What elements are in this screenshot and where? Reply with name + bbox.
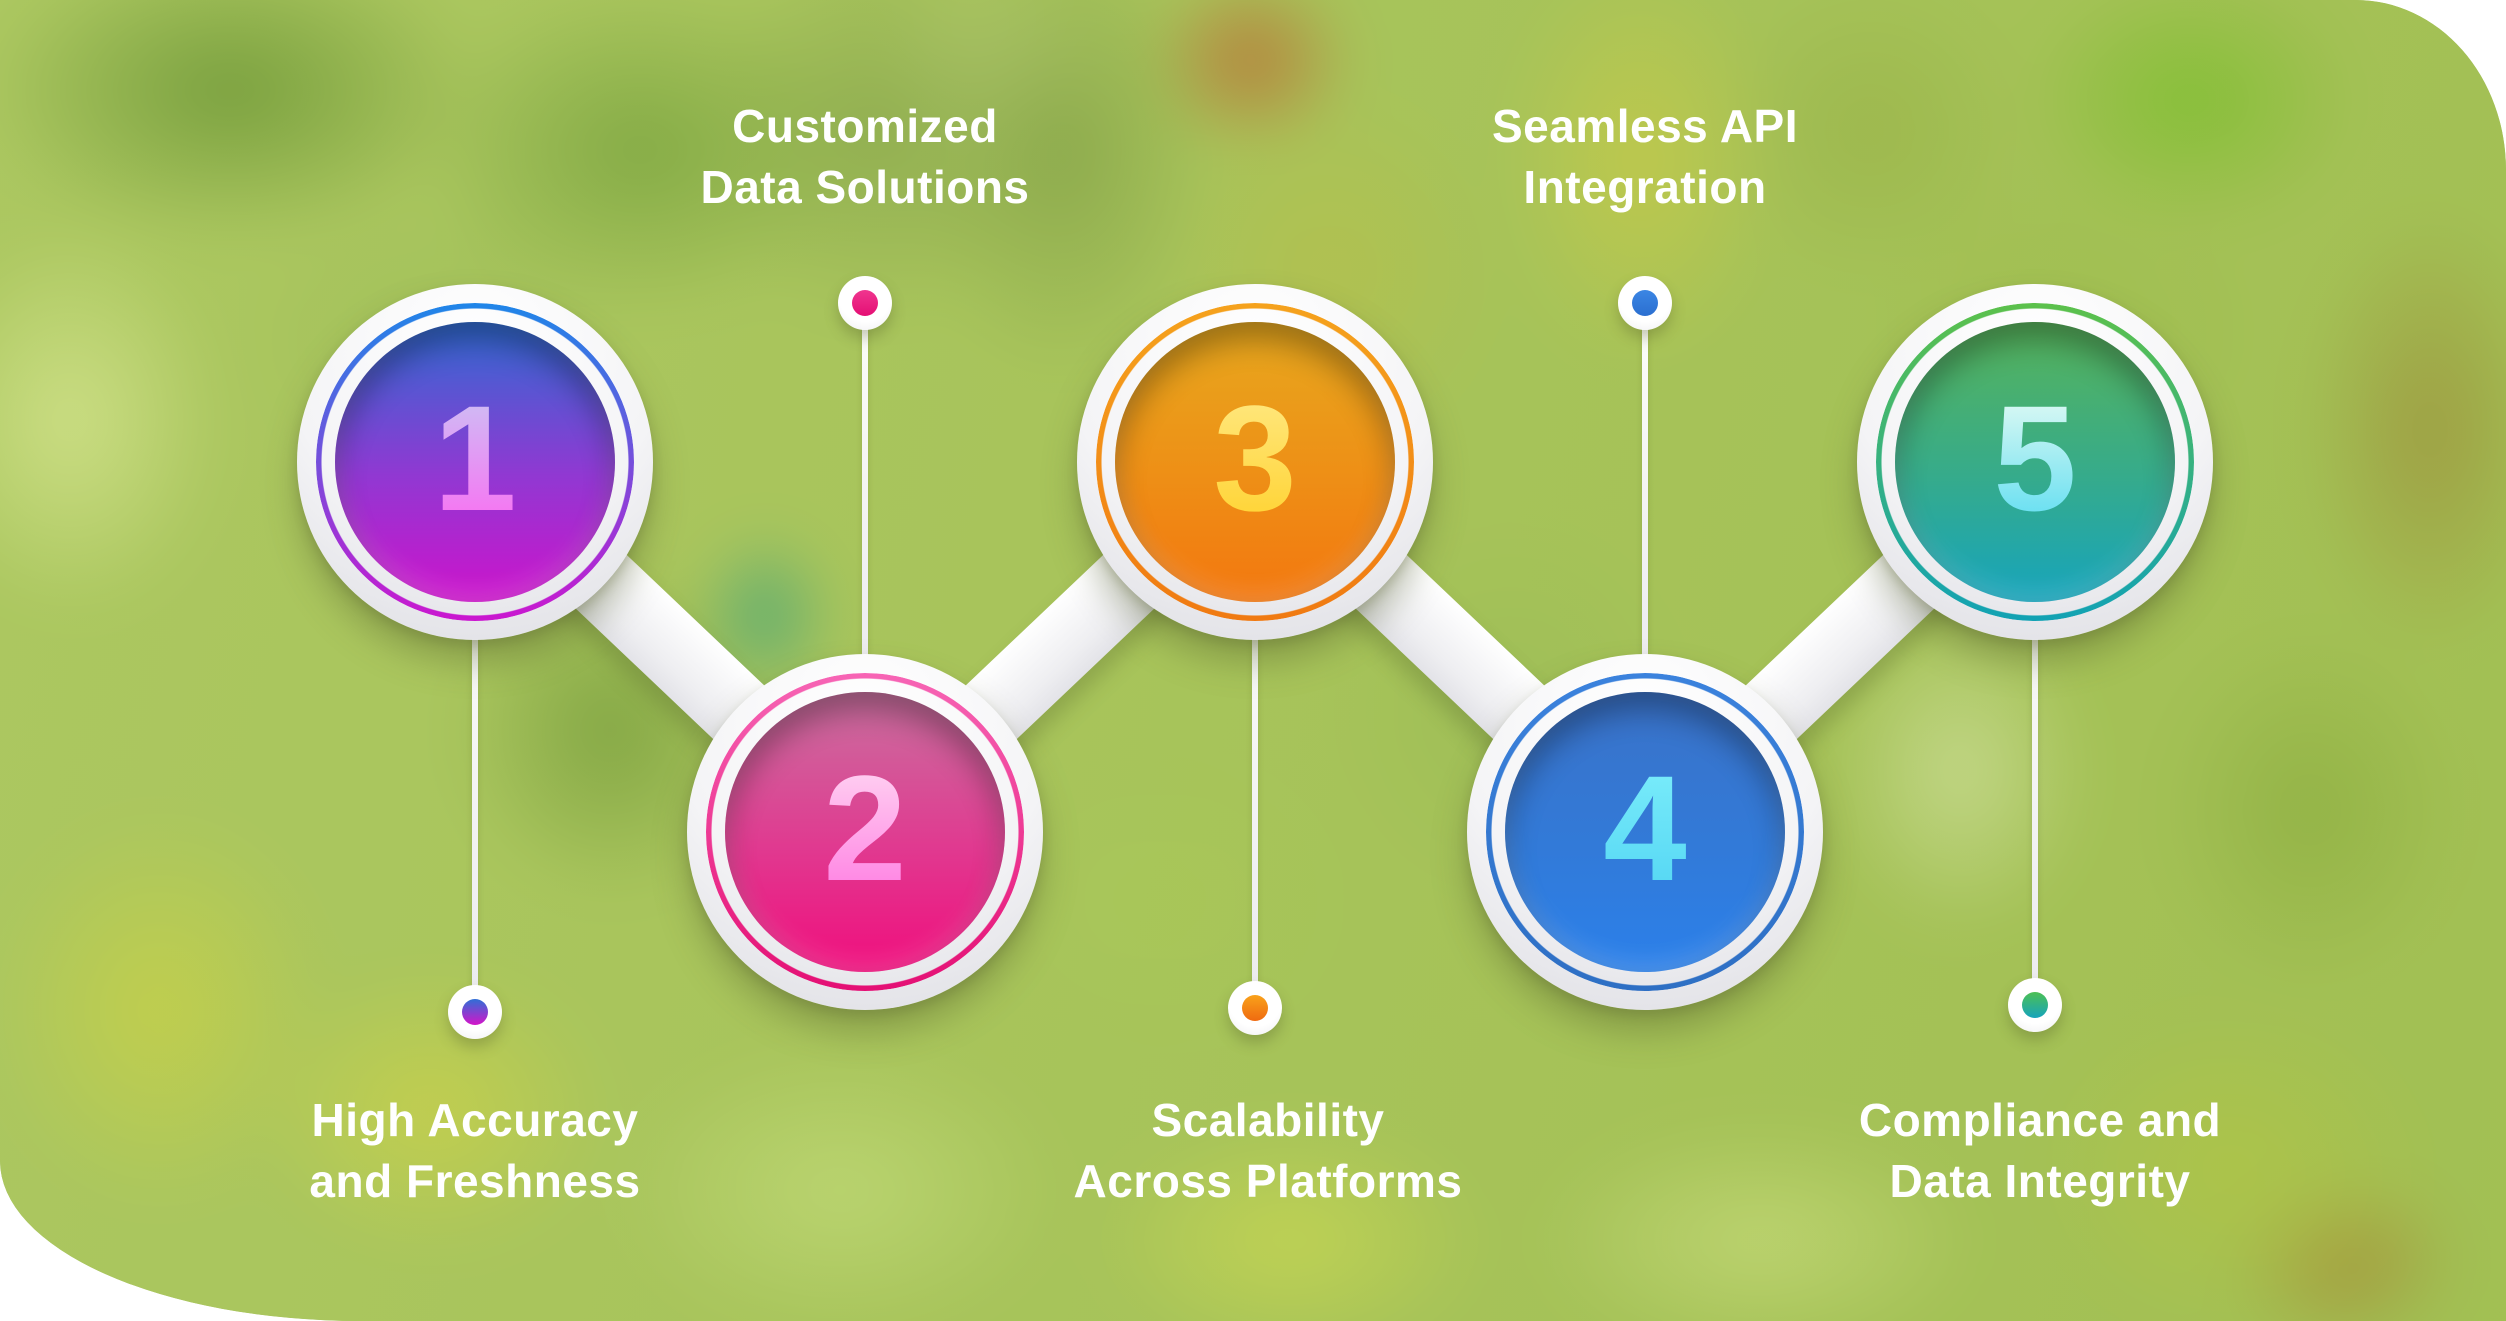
step-inner-circle-2: 2 [725,692,1005,972]
connector-dot-core-3 [1242,995,1268,1021]
connector-line-5 [2032,560,2038,985]
step-label-3: Scalability Across Platforms [1073,1094,1463,1208]
connector-dot-3 [1228,981,1282,1035]
step-number-4: 4 [1603,744,1687,912]
connector-line-1 [472,560,478,990]
step-inner-circle-4: 4 [1505,692,1785,972]
step-number-2: 2 [823,744,907,912]
step-label-4: Seamless API Integration [1491,100,1799,214]
step-label-5: Compliance and Data Integrity [1858,1094,2222,1208]
step-number-1: 1 [433,374,517,542]
step-circle-1: 1 [297,284,653,640]
connector-dot-core-5 [2022,992,2048,1018]
connector-line-2 [862,322,868,667]
connector-dot-5 [2008,978,2062,1032]
step-inner-circle-5: 5 [1895,322,2175,602]
connector-dot-core-4 [1632,290,1658,316]
connector-dot-2 [838,276,892,330]
connector-dot-core-1 [462,999,488,1025]
connector-line-3 [1252,560,1258,985]
step-inner-circle-1: 1 [335,322,615,602]
step-number-3: 3 [1213,374,1297,542]
step-label-2: Customized Data Solutions [700,100,1030,214]
step-circle-3: 3 [1077,284,1433,640]
step-number-5: 5 [1993,374,2077,542]
connector-dot-core-2 [852,290,878,316]
step-inner-circle-3: 3 [1115,322,1395,602]
connector-dot-4 [1618,276,1672,330]
connector-dot-1 [448,985,502,1039]
step-circle-4: 4 [1467,654,1823,1010]
step-circle-5: 5 [1857,284,2213,640]
step-label-1: High Accuracy and Freshness [309,1094,641,1208]
connector-line-4 [1642,322,1648,667]
step-circle-2: 2 [687,654,1043,1010]
